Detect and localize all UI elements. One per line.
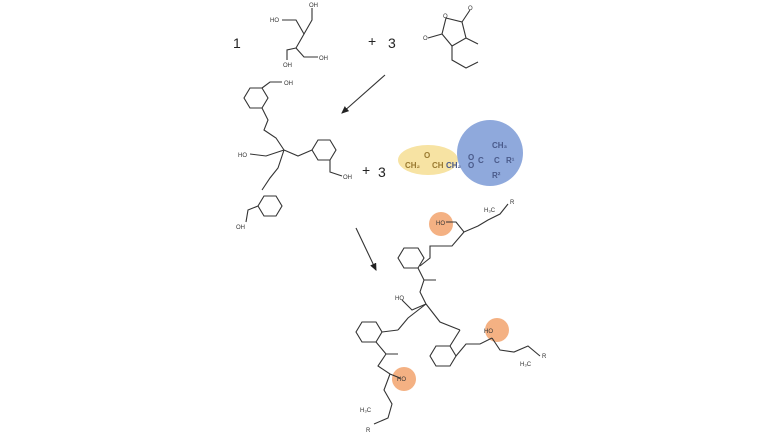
product-structure: HO H₃C R HO HO H₃C R HO H₃C R (355, 200, 547, 434)
svg-text:HO: HO (484, 329, 493, 335)
svg-text:O: O (468, 6, 473, 12)
svg-text:R: R (510, 200, 515, 206)
svg-text:O: O (443, 14, 448, 20)
plus-sign: + (368, 33, 376, 49)
svg-text:OH: OH (284, 81, 293, 87)
svg-text:C: C (478, 156, 484, 165)
hydroxyl-highlight (485, 318, 509, 342)
svg-text:C: C (494, 156, 500, 165)
reaction-arrow-1 (341, 74, 386, 114)
coefficient-glycidyl-ester: 3 (378, 164, 386, 180)
svg-text:O: O (424, 151, 430, 160)
svg-text:HO: HO (397, 377, 406, 383)
svg-text:CH₃: CH₃ (492, 141, 508, 150)
svg-text:CH₂: CH₂ (405, 161, 421, 170)
svg-text:OH: OH (283, 63, 292, 69)
reaction-arrow-2 (355, 227, 377, 271)
pentaerythritol-structure: HO OH OH OH (270, 3, 328, 69)
svg-text:R²: R² (492, 171, 501, 180)
epoxide-highlight (398, 145, 458, 175)
svg-text:HO: HO (238, 153, 247, 159)
svg-text:H₃C: H₃C (520, 362, 532, 368)
coefficient-anhydride: 3 (388, 35, 396, 51)
svg-text:O: O (423, 36, 428, 42)
hydroxyl-highlight (429, 212, 453, 236)
plus-sign-2: + (362, 162, 370, 178)
svg-text:O: O (468, 153, 474, 162)
tri-acid-intermediate: OH OH HO OH (236, 81, 352, 231)
svg-text:R: R (366, 428, 371, 434)
hydroxyl-highlight (392, 367, 416, 391)
glycidyl-ester-structure: O CH₂ CH CH₂ O O C C CH₃ R¹ R² (398, 120, 523, 186)
svg-text:HO: HO (436, 221, 445, 227)
svg-text:OH: OH (236, 225, 245, 231)
svg-text:OH: OH (343, 175, 352, 181)
svg-text:CH: CH (432, 161, 444, 170)
anhydride-structure: O O O (423, 6, 479, 69)
ester-highlight (457, 120, 523, 186)
svg-text:O: O (468, 161, 474, 170)
svg-text:HO: HO (395, 296, 404, 302)
coefficient-polyol: 1 (233, 35, 241, 51)
svg-text:OH: OH (309, 3, 318, 9)
svg-text:R¹: R¹ (506, 156, 515, 165)
svg-text:OH: OH (319, 56, 328, 62)
svg-text:HO: HO (270, 18, 279, 24)
svg-text:CH₂: CH₂ (446, 161, 462, 170)
svg-text:H₃C: H₃C (360, 408, 372, 414)
svg-text:R: R (542, 354, 547, 360)
svg-text:H₃C: H₃C (484, 208, 496, 214)
